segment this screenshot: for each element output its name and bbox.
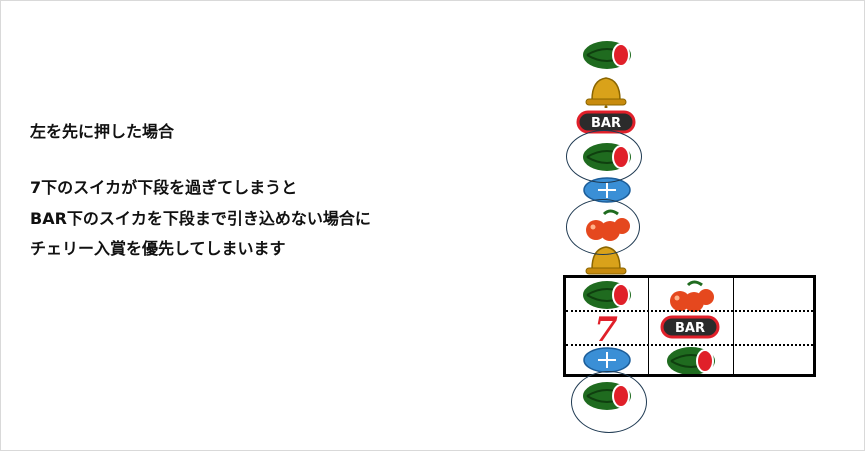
explanation-line-2: BAR下のスイカを下段まで引き込めない場合に xyxy=(30,209,371,228)
reel-divider xyxy=(648,278,649,374)
highlight-circle xyxy=(571,371,647,433)
explanation-line-3: チェリー入賞を優先してしまいます xyxy=(30,239,286,258)
highlight-circle xyxy=(566,130,642,183)
payline xyxy=(566,344,813,346)
reel-divider xyxy=(733,278,734,374)
cherry-icon xyxy=(670,280,714,312)
watermelon-icon xyxy=(583,281,631,309)
bar-icon: BAR xyxy=(576,110,636,134)
replay-icon xyxy=(583,177,631,203)
watermelon-icon xyxy=(583,41,631,69)
seven-icon: 7 xyxy=(594,311,618,345)
bell-icon xyxy=(585,77,627,108)
watermelon-icon xyxy=(667,347,715,375)
explanation-line-1: 7下のスイカが下段を過ぎてしまうと xyxy=(30,178,298,197)
bar-label: BAR xyxy=(675,321,705,336)
bar-label: BAR xyxy=(591,116,621,131)
payline xyxy=(566,310,813,312)
heading-text: 左を先に押した場合 xyxy=(30,122,175,141)
bar-icon: BAR xyxy=(660,315,720,339)
reel-window xyxy=(563,275,816,377)
highlight-circle xyxy=(566,199,640,255)
seven-label: 7 xyxy=(594,311,618,345)
